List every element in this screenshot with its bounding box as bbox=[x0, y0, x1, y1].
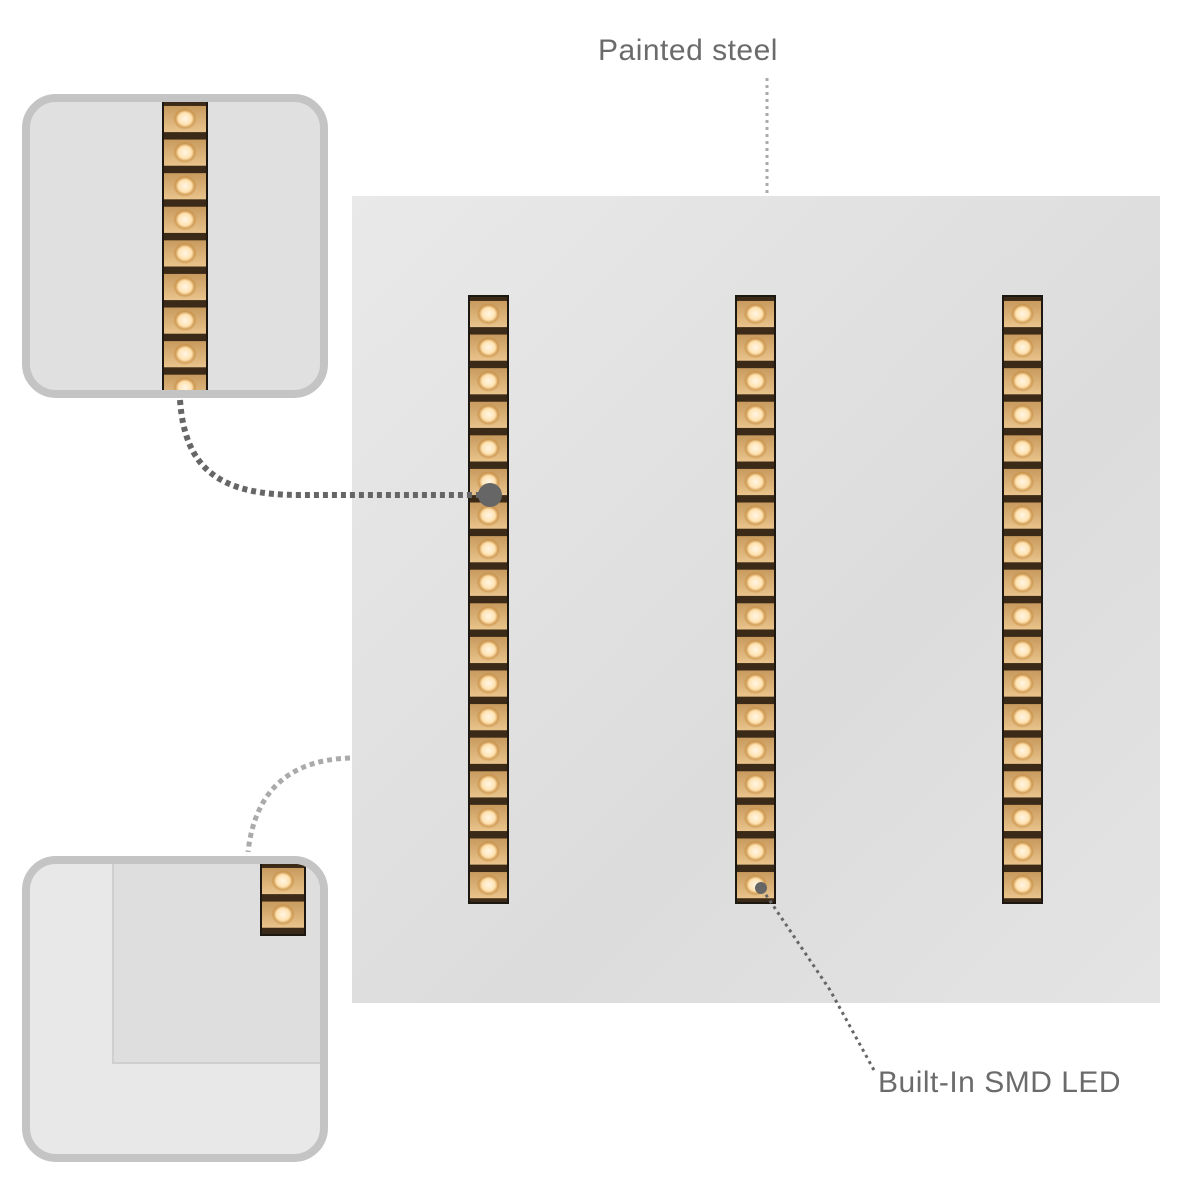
led-strip-middle bbox=[737, 297, 774, 902]
led-panel bbox=[352, 196, 1160, 1003]
corner-detail-inset bbox=[22, 856, 328, 1162]
led-strip-right bbox=[1004, 297, 1041, 902]
led-detail-leader bbox=[177, 399, 490, 498]
led-detail-inset bbox=[22, 94, 328, 398]
corner-detail-leader bbox=[245, 755, 351, 853]
smd-led-dot bbox=[755, 882, 767, 894]
painted-steel-label: Painted steel bbox=[598, 34, 778, 67]
led-strip-left bbox=[470, 297, 507, 902]
led-strip-corner-closeup bbox=[262, 864, 304, 934]
led-detail-dot bbox=[478, 483, 502, 507]
led-strip-closeup bbox=[164, 102, 206, 390]
smd-led-label: Built-In SMD LED bbox=[878, 1066, 1122, 1099]
smd-led-leader bbox=[760, 888, 877, 1073]
